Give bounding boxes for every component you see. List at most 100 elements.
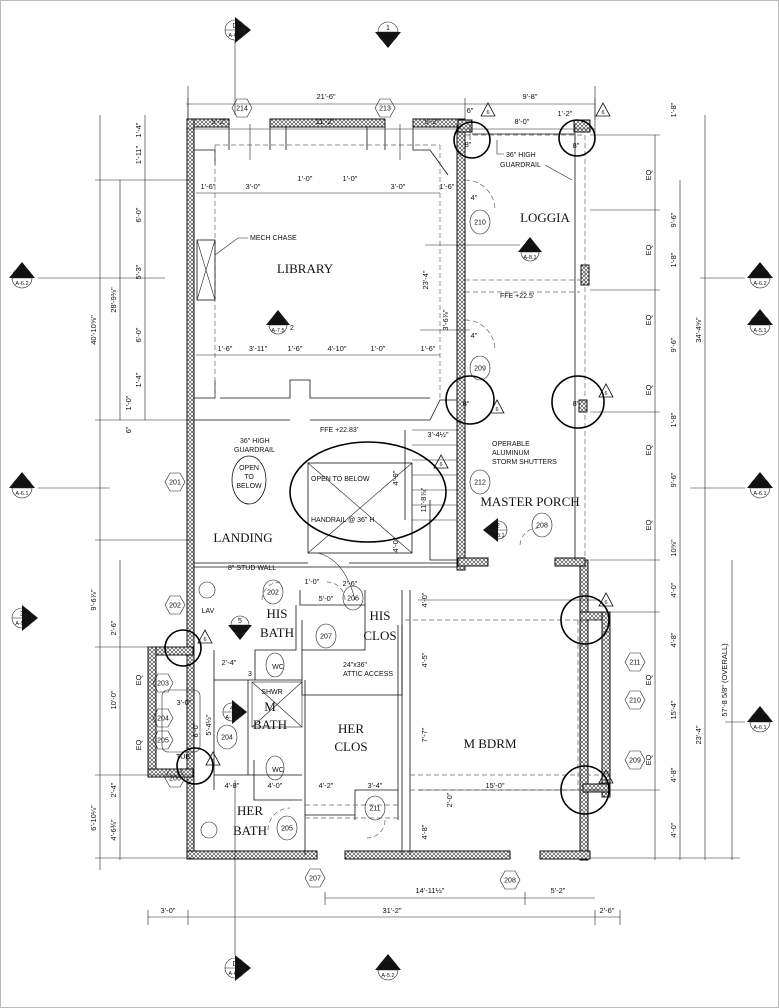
door-tag: 211 [364,795,386,821]
dim-lib-top-4: 1'-0" [343,174,358,183]
his-wc [265,652,285,678]
dim-right-inner-4: EQ [644,384,653,395]
section-sheet: A-7.5 [225,715,238,721]
window-tag: 202 [164,595,186,615]
note-shutters-1: OPERABLE [492,441,530,448]
window-tag: 201 [164,472,186,492]
section-sheet: A-7.5 [233,628,246,634]
dim-int-16: 4'-8" [420,824,429,839]
revision-delta: 6 [480,102,496,117]
dim-right-outer-3: 23'-4" [694,725,703,744]
dim-left-inner-6: 1'-4" [134,372,143,387]
dim-int-21: 4'-8" [225,781,240,790]
room-his-clos-2: CLOS [363,628,396,643]
section-sheet: A-6.1 [753,491,766,497]
section-marker[interactable]: 1A-7.5 [266,310,290,335]
section-marker[interactable]: DA-6.2 [224,17,251,43]
dim-left-inner-2: 1'-11" [134,145,143,164]
delta-number: 6 [211,759,214,765]
window-tag-number: 207 [309,876,321,883]
note-guardrail-landing-2: GUARDRAIL [234,447,275,454]
section-id: E [758,271,763,278]
section-sheet: A-8.1 [491,533,504,539]
dashed-lines [214,134,600,819]
dim-left-mid-3: 10'-0" [109,690,118,709]
window-tag-number: 208 [504,878,516,885]
dim-lib-top-6: 1'-6" [440,182,455,191]
revision-delta: 6 [598,769,614,784]
dim-bottom-overall-2: 31'-2" [382,906,401,915]
dim-left-inner-4: 5'-3" [134,264,143,279]
section-sheet: A-5.2 [381,35,394,41]
section-id: 2 [758,318,762,325]
dim-left-outer-1: 40'-10⅝" [89,315,98,345]
dim-left-outer-3: 6'-10¼" [89,805,98,831]
room-wc-m: WC [272,767,284,774]
section-marker[interactable]: EA-6.2 [9,262,35,289]
section-marker[interactable]: BA-6.1 [9,472,35,499]
dim-int-5: 3'-4½" [427,430,449,439]
dim-int-12: 4'-0" [420,592,429,607]
section-id: A [758,715,763,722]
section-marker[interactable]: BA-6.1 [747,472,773,499]
fixtures [161,581,303,839]
section-marker[interactable]: 2A-8.1 [518,237,542,262]
section-sheet: A-7.5 [271,328,284,334]
section-marker[interactable]: 2A-8.1 [483,518,508,542]
oval-text-3: BELOW [236,483,262,490]
section-marker[interactable]: 2A-5.2 [375,954,401,981]
note-open-to-below: OPEN TO BELOW [311,476,370,483]
section-marker[interactable]: 4A-7.5 [222,700,247,724]
door-tag-number: 210 [474,220,486,227]
dim-int-29: 8" [573,399,580,408]
room-library: LIBRARY [277,261,334,276]
note-attic-access-2: ATTIC ACCESS [343,671,393,678]
dim-right-inner-1: EQ [644,169,653,180]
dim-right-inner-5: EQ [644,444,653,455]
room-her-bath-2: BATH [233,823,267,838]
window-tag: 213 [374,98,396,118]
note-stud-wall: 8" STUD WALL [228,565,276,572]
section-marker[interactable]: AA-6.1 [747,706,773,733]
room-tub: TUB [176,754,190,761]
room-wc-his: WC [272,664,284,671]
section-markers: DA-6.21A-5.2EA-6.2EA-6.22A-5.1BA-6.1BA-6… [9,17,773,981]
section-id: 1 [276,318,280,325]
section-marker[interactable]: 3A-5.3 [11,605,38,631]
dim-int-1: 23'-4" [421,270,430,289]
window-tag: 207 [304,868,326,888]
room-loggia: LOGGIA [520,210,570,225]
room-his-clos-1: HIS [370,608,391,623]
section-marker[interactable]: 1A-5.2 [375,21,401,48]
door-tag: 207 [315,623,337,649]
window-tag: 208 [499,870,521,890]
revision-delta: 6 [489,399,505,414]
room-her-clos-1: HER [338,721,364,736]
dim-left-inner-1: 1'-4" [134,122,143,137]
section-marker[interactable]: EA-6.2 [747,262,773,289]
room-shwr: SHWR [261,689,282,696]
door-tag: 205 [276,815,298,841]
door-tag-number: 208 [536,523,548,530]
dim-right-mid-9: 4'-8" [669,632,678,647]
dim-int-26: 8" [465,140,472,149]
door-swings [261,179,539,839]
dim-int-25: 15'-0" [485,781,504,790]
door-tag: 208 [531,512,553,538]
door-tag-number: 209 [474,366,486,373]
dim-left-bath-1: EQ [134,674,143,685]
revision-delta: 6 [433,454,449,469]
section-marker[interactable]: 2A-5.1 [747,309,773,336]
dim-right-inner-3: EQ [644,314,653,325]
dim-right-mid-8: 4'-0" [669,582,678,597]
section-marker[interactable]: DA-6.2 [224,955,251,981]
dim-right-inner-6: EQ [644,519,653,530]
revision-delta: 6 [197,629,213,644]
window-tag: 205 [152,730,174,750]
room-her-bath-1: HER [237,803,263,818]
dim-lib-top-3: 1'-0" [298,174,313,183]
section-marker[interactable]: 5A-7.5 [228,615,252,640]
